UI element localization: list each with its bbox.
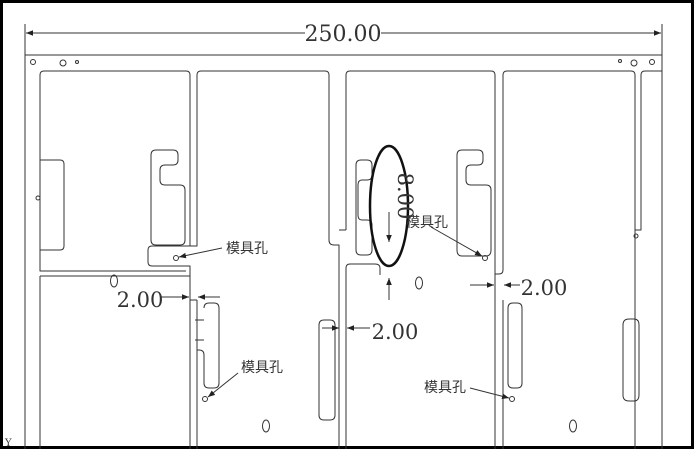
mounting-holes: [35, 195, 639, 433]
board-outlines: [39, 70, 662, 449]
mold-hole-label-3: 模具孔: [406, 215, 448, 231]
gap-dimension-label-1: 2.00: [117, 288, 164, 312]
fiducial-marks: [30, 59, 655, 67]
gap-dimension-label-2: 2.00: [372, 320, 419, 344]
vertical-dimension-label: 8.00: [393, 173, 417, 220]
overall-width-dimension: [24, 24, 663, 58]
panel-outline: [24, 54, 663, 449]
gap-dimension-label-3: 2.00: [521, 276, 568, 300]
highlight-ellipse: [368, 144, 410, 268]
corner-axis-mark: Y: [4, 438, 12, 449]
overall-width-label: 250.00: [305, 22, 382, 47]
mold-hole-leaders: [178, 226, 510, 399]
mold-hole-label-4: 模具孔: [424, 380, 466, 396]
mold-hole-label-2: 模具孔: [241, 360, 283, 376]
mold-hole-label-1: 模具孔: [226, 241, 268, 257]
